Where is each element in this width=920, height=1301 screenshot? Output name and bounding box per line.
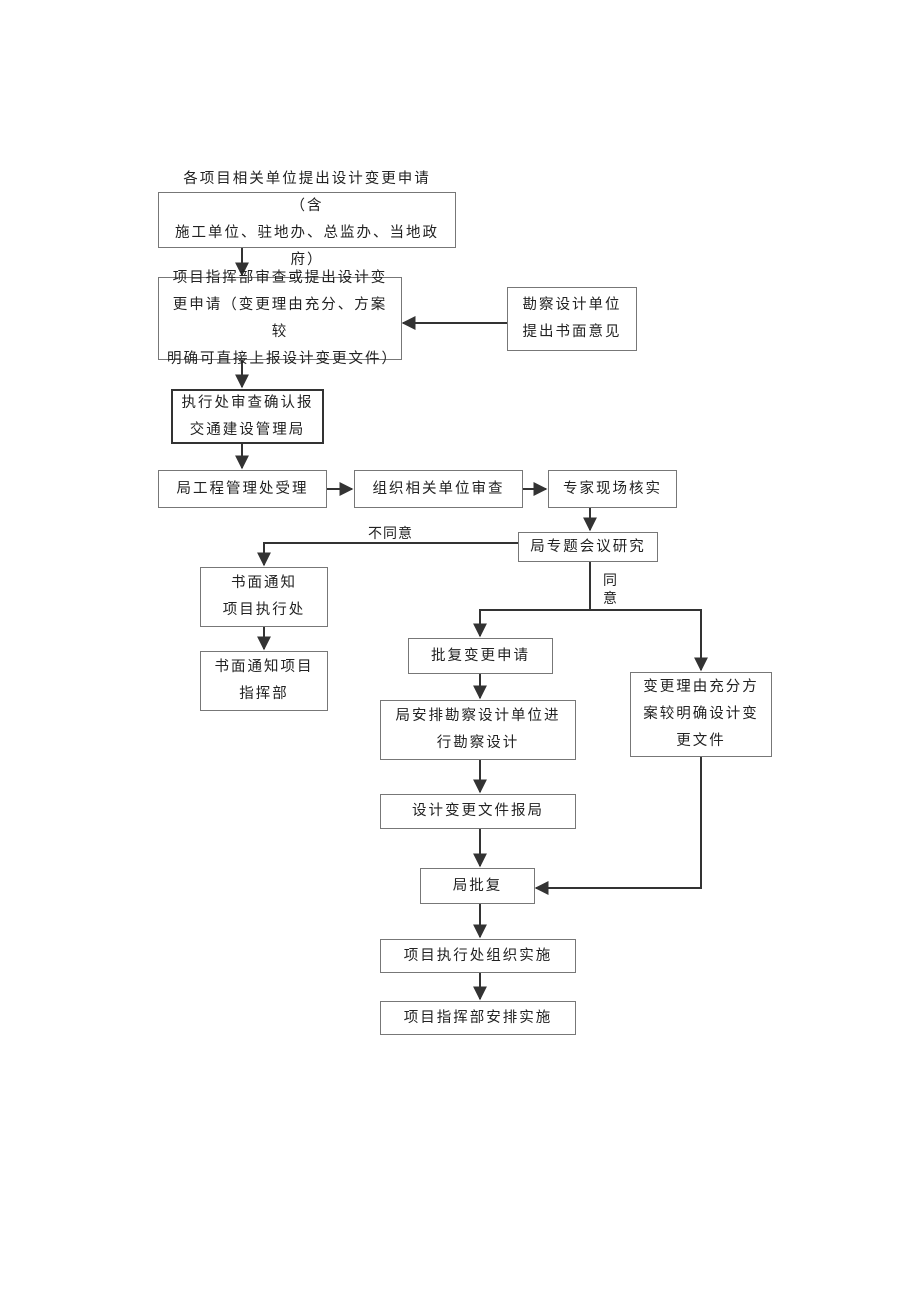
label-agree: 同 意 (603, 573, 618, 607)
label-disagree: 不同意 (368, 526, 413, 542)
node-expert-check: 专家现场核实 (548, 470, 677, 508)
node-bureau-accept: 局工程管理处受理 (158, 470, 327, 508)
node-apply: 各项目相关单位提出设计变更申请（含 施工单位、驻地办、总监办、当地政府） (158, 171, 456, 268)
node-bureau-approve: 局批复 (420, 868, 535, 904)
node-direct-docs: 变更理由充分方 案较明确设计变 更文件 (630, 672, 772, 757)
node-hq-implement: 项目指挥部安排实施 (380, 1001, 576, 1035)
node-hq-review: 项目指挥部审查或提出设计变 更申请（变更理由充分、方案较 明确可直接上报设计变更… (158, 270, 402, 367)
node-exec-confirm: 执行处审查确认报 交通建设管理局 (171, 389, 324, 444)
arrow-direct-docs-to-bureau-approve (534, 757, 702, 895)
node-arrange-design: 局安排勘察设计单位进 行勘察设计 (380, 700, 576, 760)
node-notify-exec: 书面通知 项目执行处 (200, 567, 328, 627)
node-org-review: 组织相关单位审查 (354, 470, 523, 508)
node-report-docs: 设计变更文件报局 (380, 794, 576, 829)
node-exec-implement: 项目执行处组织实施 (380, 939, 576, 973)
arrow-meeting-disagree-to-notify-exec (257, 542, 518, 567)
node-approve-req: 批复变更申请 (408, 638, 553, 674)
arrow-agree-to-direct-docs (590, 609, 708, 672)
arrow-agree-to-approve-req (473, 609, 590, 638)
node-design-unit: 勘察设计单位 提出书面意见 (507, 287, 637, 351)
node-notify-hq: 书面通知项目 指挥部 (200, 651, 328, 711)
node-meeting: 局专题会议研究 (518, 532, 658, 562)
